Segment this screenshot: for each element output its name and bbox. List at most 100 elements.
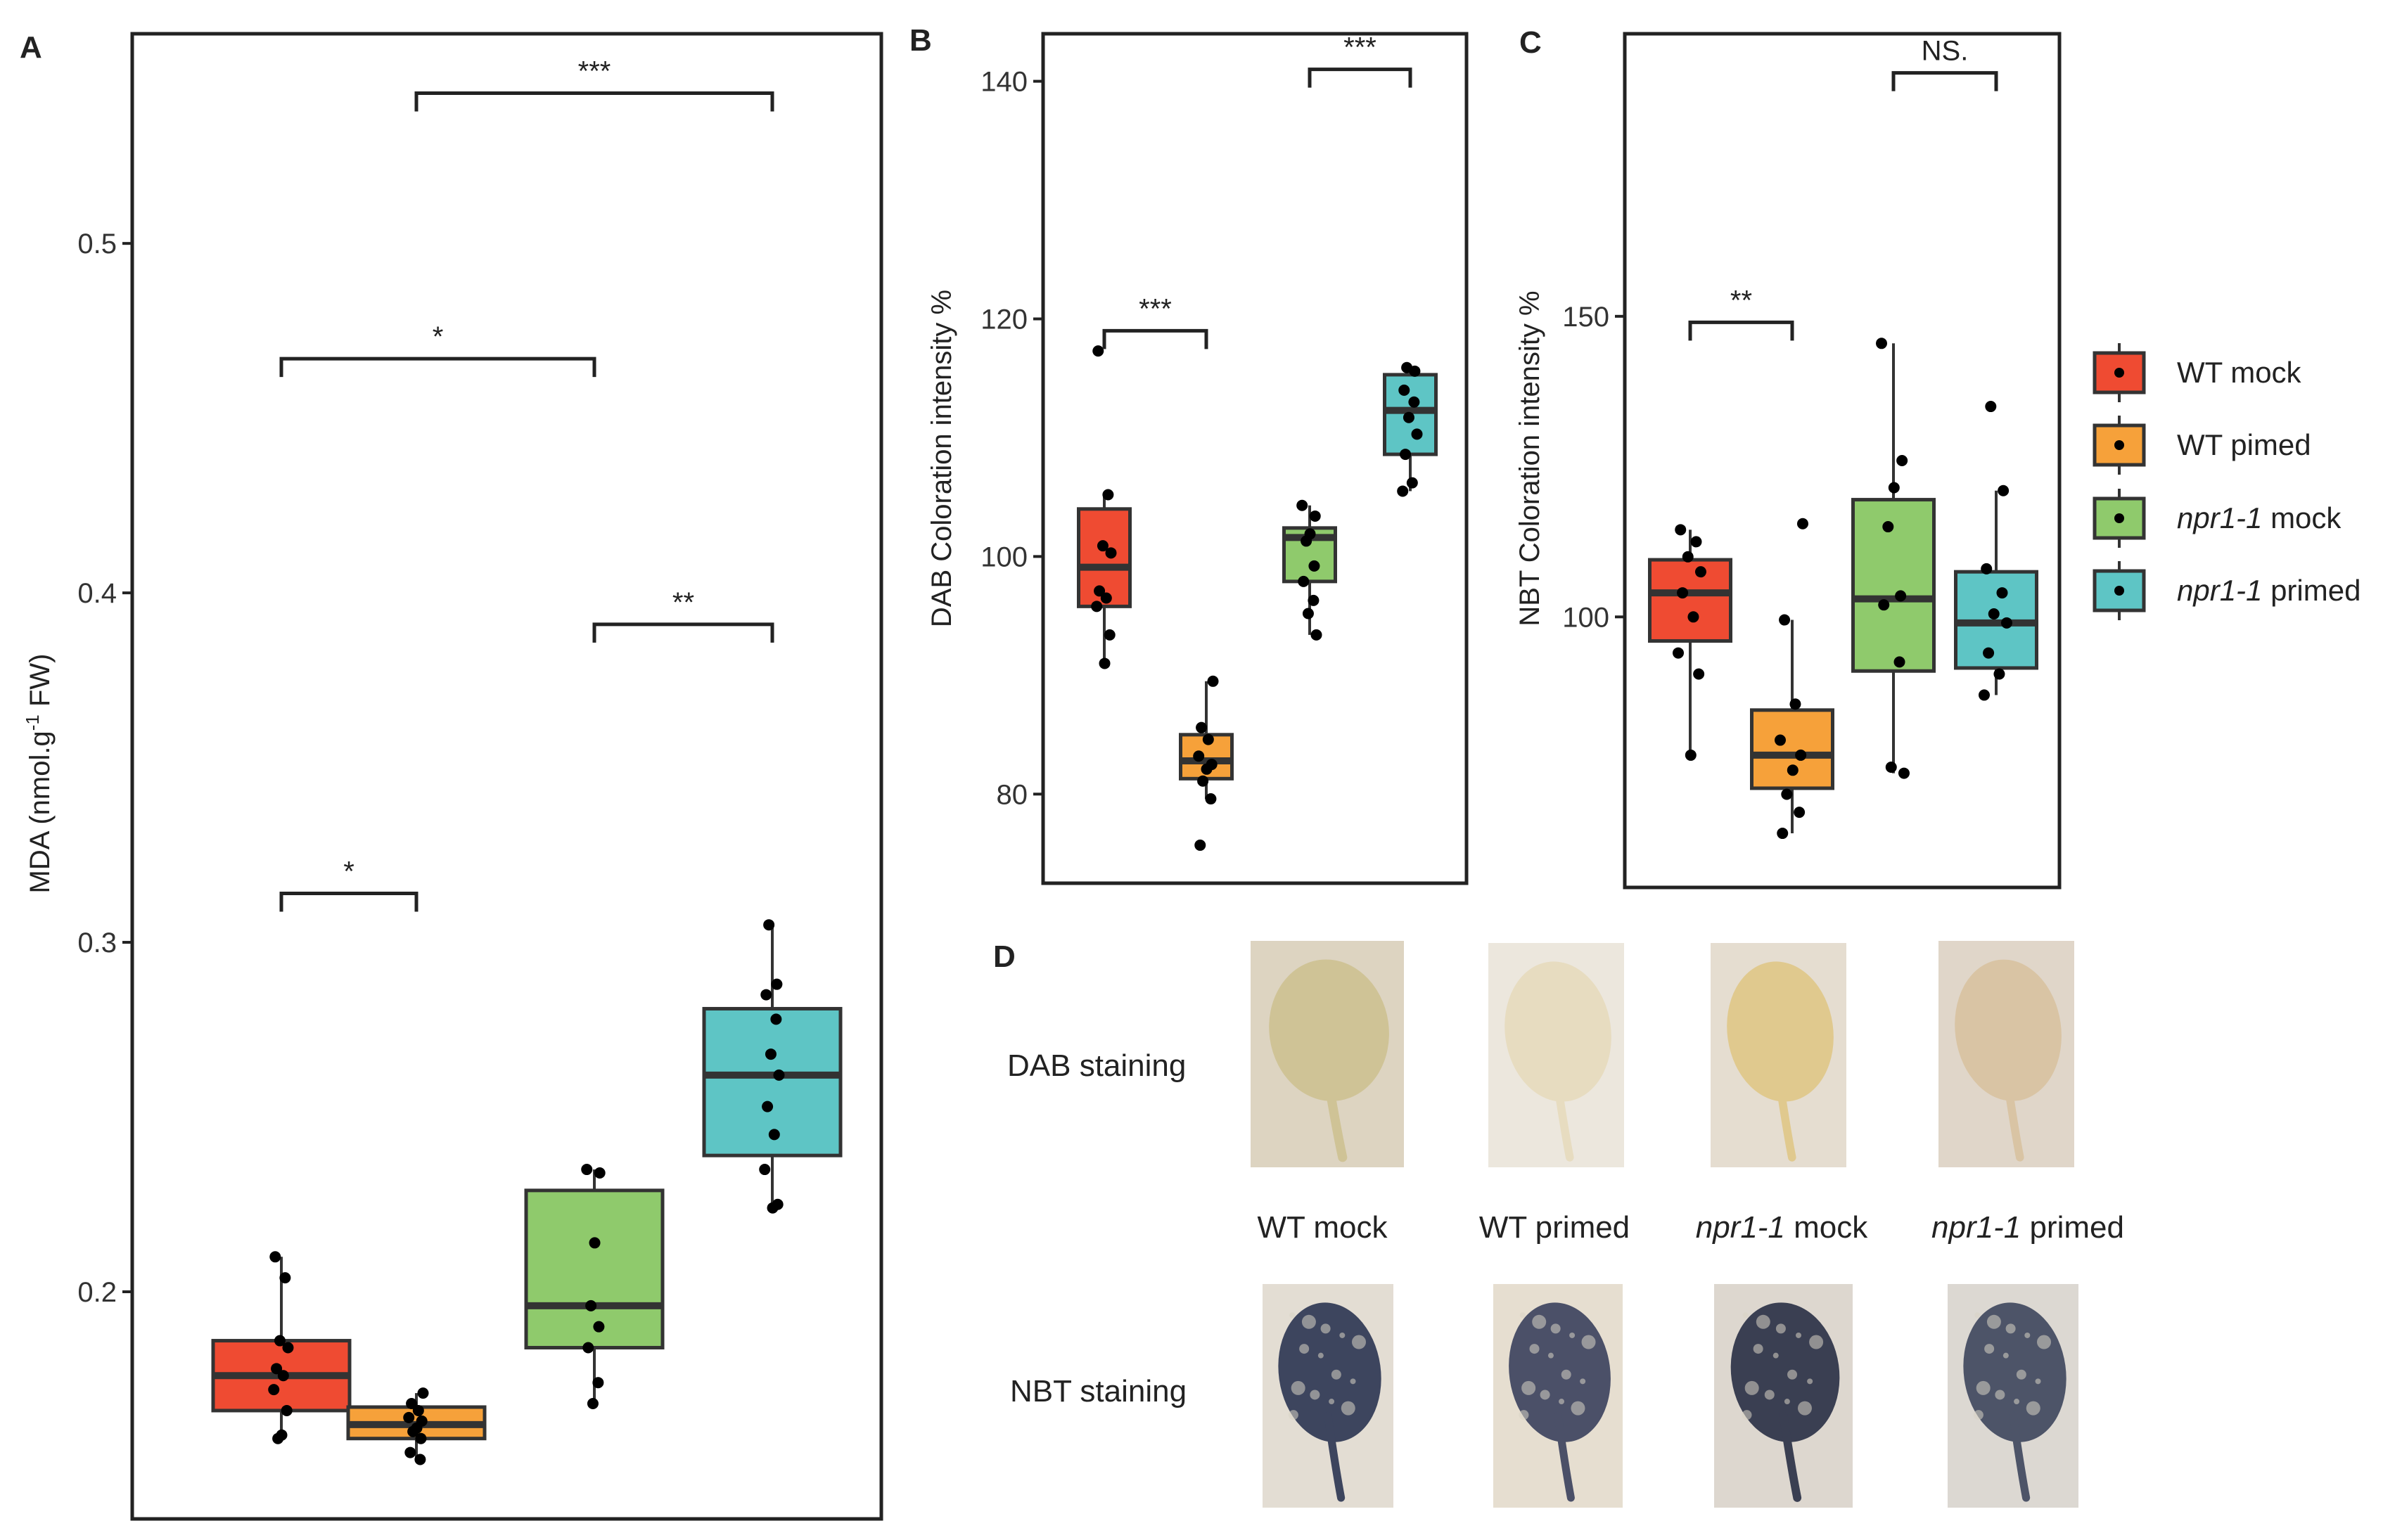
significance-label: *** xyxy=(578,56,611,86)
data-point xyxy=(1099,657,1111,669)
box-wt-mock xyxy=(211,1251,352,1444)
significance-label: * xyxy=(433,321,444,352)
data-point xyxy=(1406,477,1418,489)
y-axis-label-part: FW) xyxy=(25,654,56,715)
data-point xyxy=(1672,647,1684,659)
box-iqr xyxy=(1648,558,1732,643)
bracket-line xyxy=(279,891,419,912)
data-point xyxy=(1205,793,1217,805)
panel-label-d: D xyxy=(993,939,1016,974)
data-point xyxy=(1993,668,2005,680)
data-point xyxy=(1685,749,1697,761)
data-point xyxy=(414,1454,426,1465)
data-point xyxy=(1397,485,1409,497)
leaf-shape xyxy=(1955,959,2062,1101)
data-point xyxy=(759,1164,771,1176)
data-point xyxy=(768,1129,780,1141)
data-point xyxy=(1988,608,2000,620)
leaf-spot xyxy=(1299,1344,1310,1354)
data-point xyxy=(1308,560,1320,572)
data-point xyxy=(1875,338,1887,349)
data-point xyxy=(1403,411,1414,423)
box-npr1-1-primed xyxy=(1954,401,2038,701)
bracket-line xyxy=(414,91,774,112)
data-point xyxy=(585,1300,597,1311)
data-point xyxy=(1985,401,1997,413)
box-npr1-1-mock xyxy=(524,1164,665,1410)
legend-point xyxy=(2114,513,2124,523)
y-axis-label: NBT Coloration intensity % xyxy=(1514,290,1545,626)
nbt-photo xyxy=(1714,1284,1853,1508)
leaf-spot xyxy=(1339,1332,1346,1338)
legend-label: npr1-1 primed xyxy=(2177,574,2361,607)
leaf-spot xyxy=(1547,1352,1554,1359)
data-point xyxy=(1193,750,1205,762)
photo-column-label-plain: WT mock xyxy=(1258,1210,1388,1245)
leaf-spot xyxy=(1529,1344,1540,1354)
panel-label-b: B xyxy=(909,23,932,58)
leaf-blade xyxy=(1509,1302,1611,1502)
data-point xyxy=(1794,807,1806,819)
data-point xyxy=(1308,594,1320,606)
photo-column-label-plain: mock xyxy=(1785,1210,1868,1245)
leaf-blade xyxy=(1955,959,2062,1162)
data-point xyxy=(279,1272,291,1284)
nbt-photo xyxy=(1948,1284,2078,1508)
dab-photo xyxy=(1488,943,1624,1167)
data-point xyxy=(1400,449,1412,461)
leaf-petiole xyxy=(1554,1411,1575,1502)
data-point xyxy=(1687,611,1699,623)
nbt-photo xyxy=(1263,1284,1393,1508)
leaf-spot xyxy=(2002,1352,2009,1359)
box-iqr xyxy=(1750,708,1834,790)
leaf-spot xyxy=(1532,1314,1547,1329)
leaf-spot xyxy=(1775,1323,1786,1334)
nbt-photo xyxy=(1493,1284,1623,1508)
data-point xyxy=(272,1432,284,1444)
photo-column-label: WT mock xyxy=(1258,1210,1388,1245)
data-point xyxy=(1694,566,1706,578)
leaf-spot xyxy=(1320,1323,1331,1334)
data-point xyxy=(281,1404,293,1416)
dab-photo xyxy=(1938,941,2074,1167)
data-point xyxy=(763,919,775,931)
data-point xyxy=(1787,764,1799,776)
y-tick-label: 100 xyxy=(1562,602,1609,633)
nbt-row-label: NBT staining xyxy=(1010,1374,1187,1409)
leaf-spot xyxy=(1986,1314,2001,1329)
data-point xyxy=(1981,563,1993,575)
significance-bracket: *** xyxy=(1308,32,1412,88)
data-point xyxy=(582,1342,594,1354)
significance-bracket: *** xyxy=(414,56,774,112)
y-tick-label: 80 xyxy=(997,779,1028,810)
data-point xyxy=(1675,524,1687,536)
dab-photo xyxy=(1251,941,1404,1167)
legend-point xyxy=(2114,368,2124,378)
leaf-spot xyxy=(1559,1399,1565,1405)
legend-item: npr1-1 primed xyxy=(2093,561,2361,620)
photo-column-label-plain: primed xyxy=(2021,1210,2124,1245)
data-point xyxy=(767,1202,779,1214)
y-tick-label: 0.2 xyxy=(77,1277,117,1308)
box-wt-primed xyxy=(346,1387,487,1465)
data-point xyxy=(1411,428,1423,440)
leaf-spot xyxy=(1310,1390,1320,1400)
leaf-spot xyxy=(1772,1352,1779,1359)
photo-column-label: npr1-1 primed xyxy=(1931,1210,2124,1245)
data-point xyxy=(1302,608,1314,620)
data-point xyxy=(1878,599,1890,611)
data-point xyxy=(773,1069,785,1081)
significance-label: * xyxy=(343,856,354,887)
data-point xyxy=(762,1101,774,1112)
data-point xyxy=(269,1251,281,1263)
leaf-spot xyxy=(1973,1410,1983,1420)
significance-bracket: * xyxy=(279,856,419,912)
bracket-line xyxy=(1688,320,1794,341)
box-npr1-1-primed xyxy=(1383,361,1438,497)
plot-frame xyxy=(130,32,883,1521)
bracket-line xyxy=(1891,71,1998,91)
legend-point xyxy=(2114,440,2124,450)
legend-item: WT pimed xyxy=(2093,416,2311,475)
